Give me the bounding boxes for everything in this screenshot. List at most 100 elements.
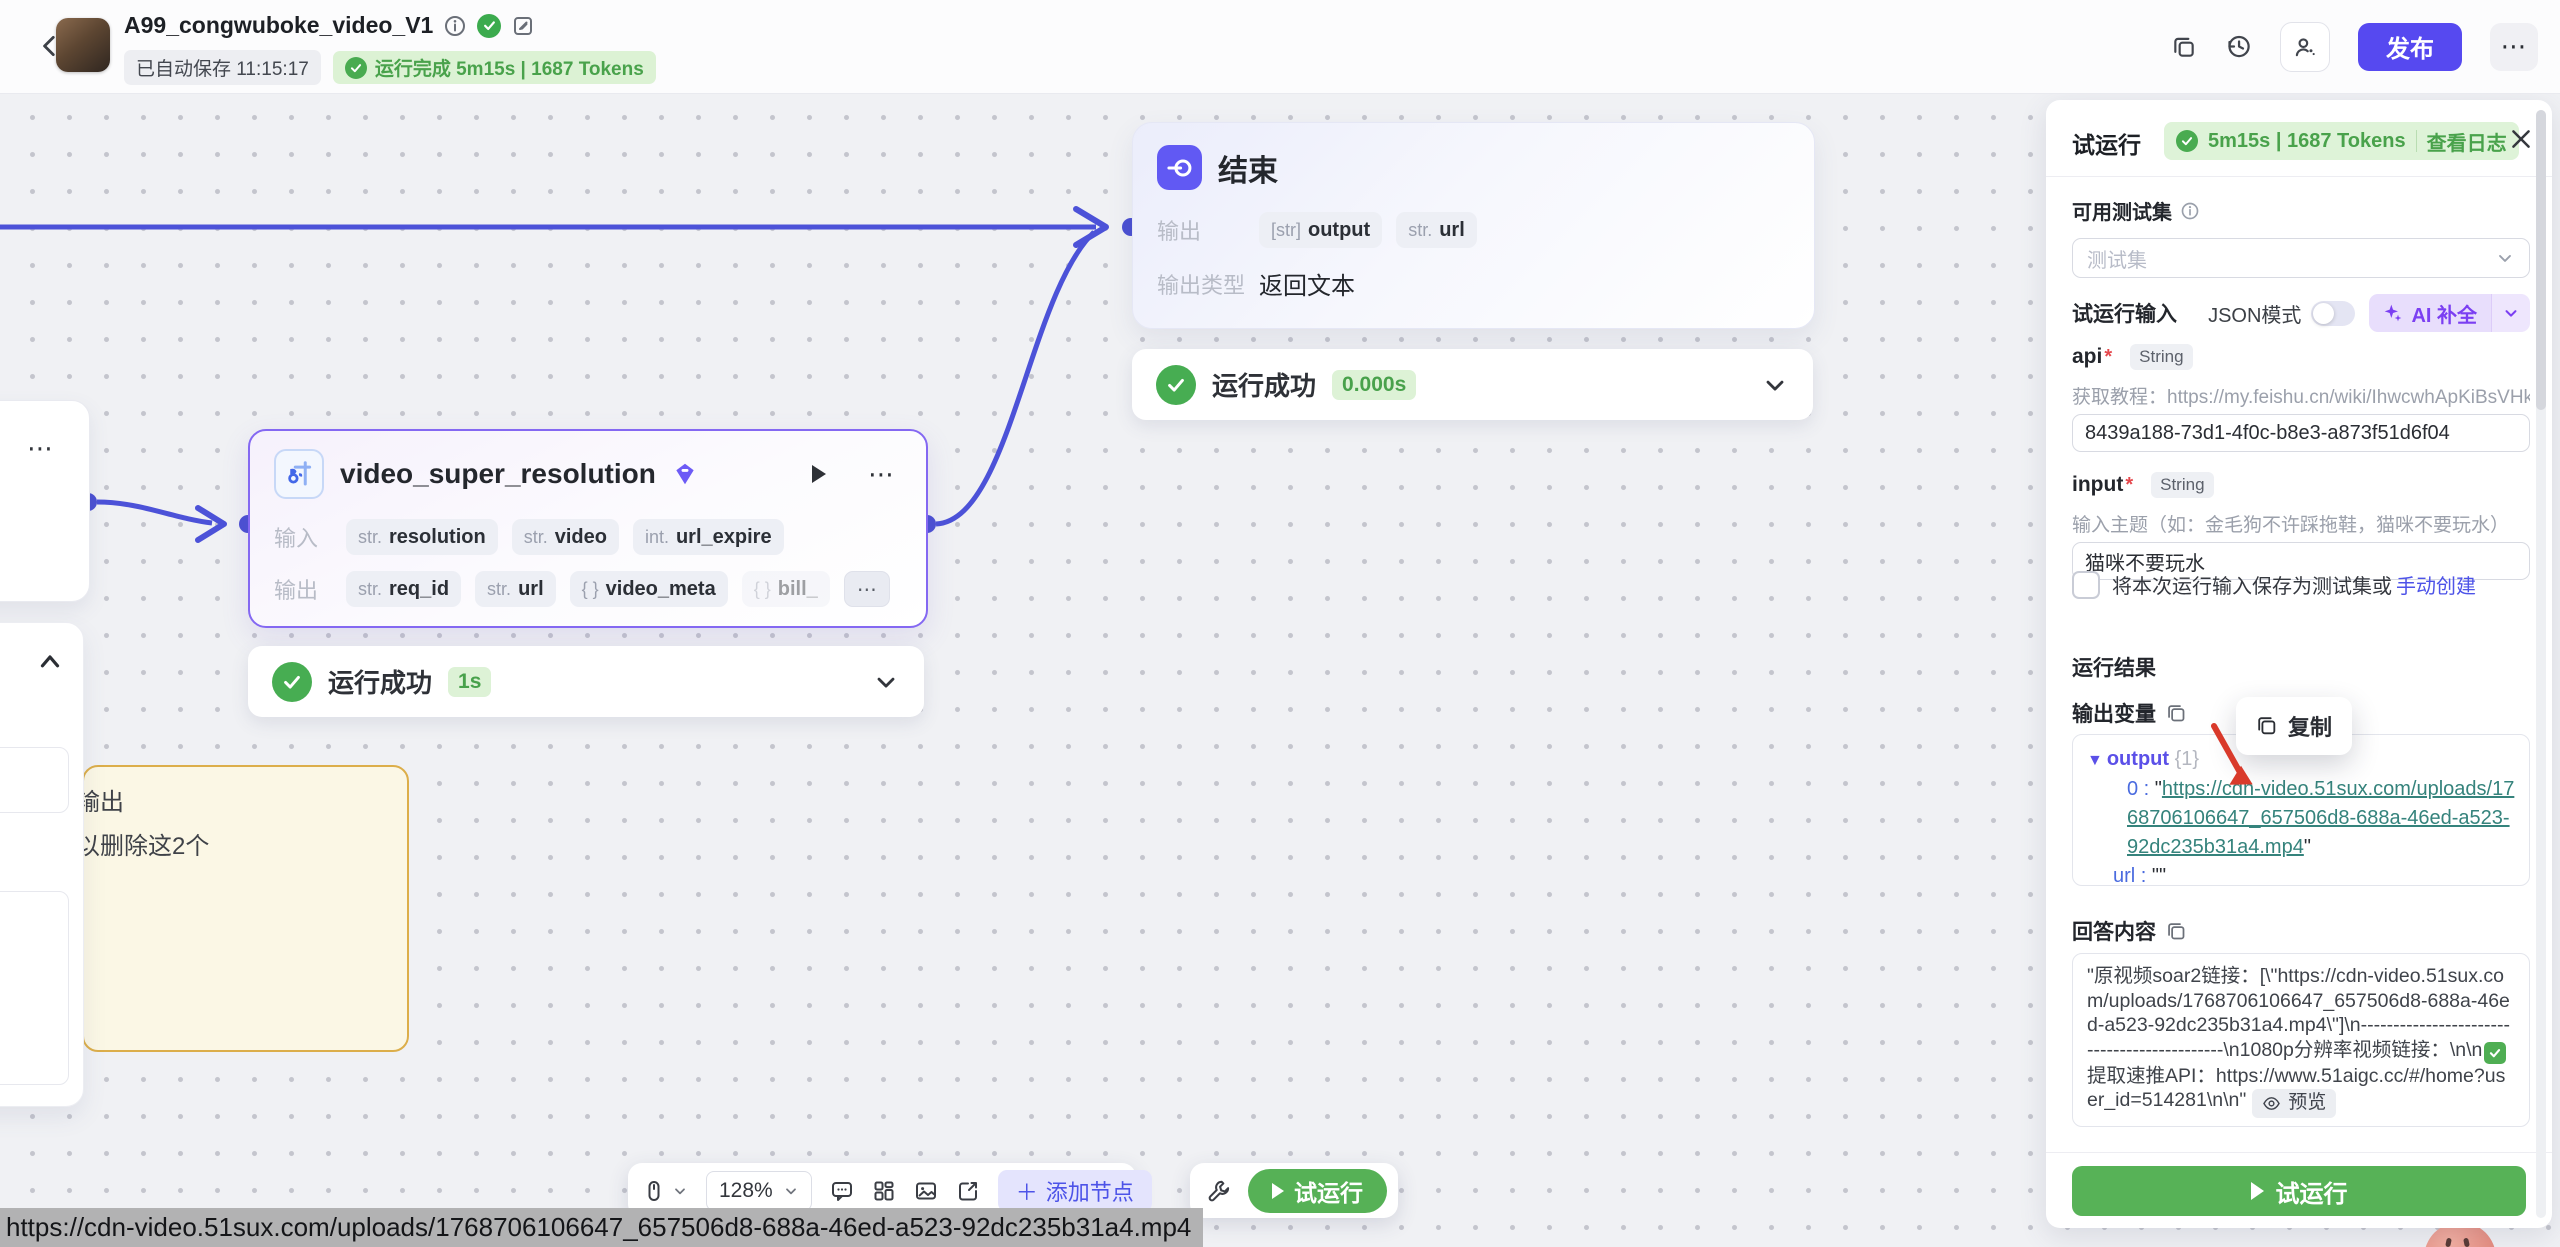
- video-input-tag: str.resolution: [346, 519, 498, 555]
- collapse-json-icon[interactable]: ▼: [2087, 752, 2103, 769]
- close-icon[interactable]: [2508, 126, 2534, 152]
- api-field-hint: 获取教程：https://my.feishu.cn/wiki/IhwcwhApK…: [2072, 387, 2530, 408]
- chevron-down-icon[interactable]: [2491, 294, 2530, 332]
- copy-tooltip[interactable]: 复制: [2236, 697, 2353, 755]
- chevron-down-icon[interactable]: [1761, 371, 1789, 399]
- type-badge: String: [2151, 472, 2214, 498]
- left-expanded-panel[interactable]: [0, 622, 84, 1107]
- edit-icon[interactable]: [511, 14, 535, 38]
- end-node[interactable]: 结束 输出 [str]output str.url 输出类型 返回文本: [1132, 122, 1815, 329]
- end-node-status-card[interactable]: 运行成功 0.000s: [1132, 349, 1813, 420]
- edge-arrowhead: [1073, 206, 1109, 248]
- manual-create-link[interactable]: 手动创建: [2396, 576, 2476, 598]
- zoom-value: 128%: [719, 1178, 773, 1202]
- api-input[interactable]: [2072, 414, 2530, 452]
- end-status-text: 运行成功: [1212, 371, 1317, 401]
- video-node-status-card[interactable]: 运行成功 1s: [248, 646, 924, 717]
- video-node-title: video_super_resolution: [340, 458, 656, 489]
- answer-content-label: 回答内容: [2072, 916, 2187, 946]
- check-emoji: [2484, 1041, 2507, 1064]
- app-header: A99_congwuboke_video_V1 已自动保存 11:15:17 运…: [0, 0, 2560, 94]
- output-variable-box: ▼output {1} 0 : "https://cdn-video.51sux…: [2072, 734, 2530, 886]
- edge-short: [96, 499, 213, 526]
- video-output-tag: { }bill_: [741, 571, 830, 607]
- end-status-time: 0.000s: [1332, 369, 1417, 400]
- answer-content-box: "原视频soar2链接：[\"https://cdn-video.51sux.c…: [2072, 953, 2530, 1127]
- edge-curve: [935, 230, 1096, 527]
- sticky-note[interactable]: 输出 以删除这2个: [82, 765, 409, 1052]
- preview-button[interactable]: 预览: [2252, 1089, 2337, 1118]
- answer-text: 提取速推API：https://www.51aigc.cc/#/home?use…: [2087, 1064, 2506, 1112]
- video-output-tag: { }video_meta: [569, 571, 728, 607]
- wrench-icon[interactable]: [1206, 1178, 1232, 1204]
- divider: [2046, 176, 2552, 177]
- more-icon[interactable]: ⋯: [27, 433, 55, 463]
- image-icon[interactable]: [914, 1179, 938, 1203]
- back-button[interactable]: [32, 28, 68, 64]
- export-icon[interactable]: [956, 1179, 980, 1203]
- canvas-test-run-button[interactable]: 试运行: [1248, 1168, 1387, 1213]
- sparkle-icon: [2385, 304, 2402, 322]
- left-panel-card: [0, 747, 69, 813]
- end-node-title: 结束: [1218, 154, 1278, 188]
- video-input-tag: int.url_expire: [632, 519, 784, 555]
- chevron-down-icon[interactable]: [872, 668, 900, 696]
- play-icon: [2250, 1182, 2264, 1200]
- zoom-select[interactable]: 128%: [706, 1170, 812, 1211]
- run-node-play-icon[interactable]: [812, 465, 826, 483]
- save-testset-checkbox[interactable]: [2072, 570, 2100, 599]
- run-complete-badge[interactable]: 运行完成 5m15s | 1687 Tokens: [332, 51, 656, 84]
- gem-badge-icon: [672, 461, 698, 487]
- end-type-label: 输出类型: [1157, 272, 1246, 298]
- more-icon[interactable]: ⋯: [868, 458, 896, 489]
- api-field-label: api* String: [2072, 344, 2193, 370]
- play-icon: [1272, 1182, 1284, 1199]
- save-testset-row: 将本次运行输入保存为测试集或手动创建: [2072, 570, 2476, 599]
- info-icon[interactable]: [443, 14, 467, 38]
- partial-node[interactable]: ⋯: [0, 400, 90, 602]
- success-icon: [1156, 364, 1196, 405]
- test-run-panel: 试运行 5m15s | 1687 Tokens 查看日志 可用测试集 测试集: [2046, 100, 2552, 1228]
- more-icon[interactable]: ⋯: [2490, 22, 2538, 71]
- collaborators-button[interactable]: [2280, 21, 2330, 72]
- panel-scrollbar[interactable]: [2536, 110, 2546, 1218]
- layout-icon[interactable]: [872, 1179, 896, 1203]
- topic-input[interactable]: [2072, 542, 2530, 580]
- output-url-link[interactable]: https://cdn-video.51sux.com/uploads/1768…: [2127, 778, 2515, 858]
- end-type-value: 返回文本: [1259, 273, 1356, 300]
- video-status-text: 运行成功: [328, 668, 433, 698]
- publish-button[interactable]: 发布: [2358, 22, 2462, 71]
- add-node-button[interactable]: ＋ 添加节点: [997, 1169, 1152, 1212]
- result-section-title: 运行结果: [2072, 657, 2156, 680]
- comment-icon[interactable]: [830, 1179, 854, 1203]
- mouse-mode-icon[interactable]: [642, 1179, 666, 1203]
- ai-complete-button[interactable]: AI 补全: [2369, 294, 2530, 332]
- video-super-resolution-node[interactable]: video_super_resolution ⋯ 输入 str.resoluti…: [248, 429, 928, 628]
- json-mode-toggle[interactable]: [2311, 300, 2356, 326]
- edge-short-arrowhead: [195, 505, 227, 543]
- json-root-key: output: [2106, 748, 2170, 770]
- end-output-tag: [str]output: [1259, 212, 1383, 248]
- end-output-label: 输出: [1157, 219, 1202, 244]
- video-input-tag: str.video: [511, 519, 619, 555]
- video-output-tag: str.url: [475, 571, 556, 607]
- panel-time-tokens: 5m15s | 1687 Tokens: [2208, 129, 2406, 152]
- run-input-label: 试运行输入: [2072, 303, 2177, 326]
- panel-test-run-button[interactable]: 试运行: [2072, 1166, 2526, 1216]
- video-input-label: 输入: [274, 526, 319, 551]
- verified-check-icon: [477, 13, 502, 38]
- duplicate-icon[interactable]: [2171, 34, 2197, 60]
- view-logs-link[interactable]: 查看日志: [2426, 132, 2507, 155]
- chevron-down-icon[interactable]: [672, 1183, 688, 1199]
- copy-icon[interactable]: [2166, 703, 2187, 724]
- collapse-icon[interactable]: [35, 647, 65, 677]
- workflow-avatar: [56, 18, 110, 72]
- info-icon[interactable]: [2180, 201, 2200, 221]
- copy-icon[interactable]: [2166, 921, 2187, 942]
- copy-icon: [2258, 717, 2276, 735]
- video-output-label: 输出: [274, 578, 319, 603]
- panel-run-badge: 5m15s | 1687 Tokens 查看日志: [2164, 122, 2519, 160]
- more-outputs-button[interactable]: ⋯: [843, 571, 890, 607]
- history-icon[interactable]: [2225, 33, 2252, 60]
- testset-select[interactable]: 测试集: [2072, 238, 2530, 278]
